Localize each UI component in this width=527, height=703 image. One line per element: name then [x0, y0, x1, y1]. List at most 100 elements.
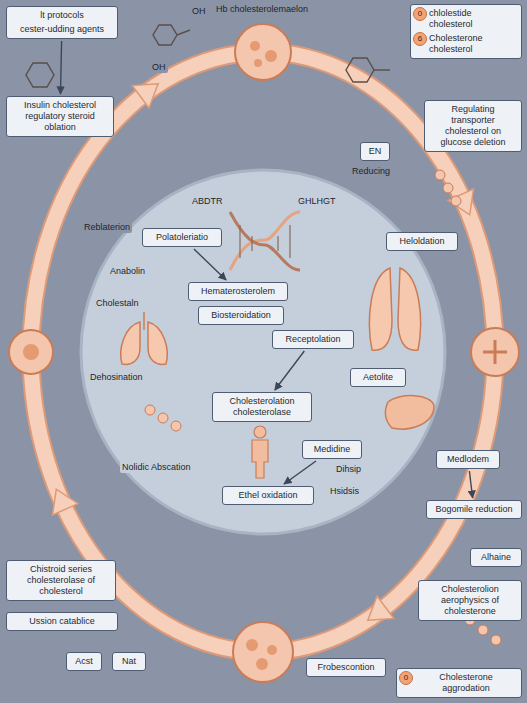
liver	[385, 396, 434, 429]
hexagon-ring	[26, 63, 54, 87]
particle	[256, 658, 268, 670]
part-label: OH	[190, 6, 208, 17]
node-text: Biosteroidation	[203, 310, 279, 321]
particle	[254, 59, 262, 67]
particle-chain	[145, 170, 501, 645]
dna-helix	[230, 212, 300, 270]
process-box: Alhaine	[470, 548, 522, 567]
hexagon-ring	[346, 58, 374, 82]
hexagon-ring	[153, 25, 177, 45]
part-label: GHLHGT	[296, 196, 338, 207]
station-circle	[235, 24, 291, 80]
process-box: Cholesterolion aerophysics of cholestero…	[418, 580, 522, 621]
node-text: Cholesterolation cholesterolase	[217, 396, 307, 418]
ring-arrowhead	[359, 596, 393, 632]
process-box: Regulating transporter cholesterol on gl…	[424, 100, 522, 152]
ring-arrowhead	[132, 72, 166, 108]
process-box: Biosteroidation	[198, 306, 284, 325]
node-text: Insulin cholesterol regulatory steroid o…	[11, 100, 109, 133]
particle	[267, 645, 277, 655]
particle	[491, 635, 501, 645]
particle	[23, 344, 39, 360]
node-text: Medlodem	[441, 454, 495, 465]
callout-number: 6	[413, 32, 427, 46]
node-text: Regulating transporter cholesterol on gl…	[429, 104, 517, 148]
node-text: Hematerosterolem	[193, 286, 283, 297]
part-label: OH	[150, 62, 168, 73]
ring-arrowhead	[44, 484, 79, 515]
helix-strand	[230, 212, 300, 270]
node-text: Acst	[71, 656, 97, 667]
station-circle	[471, 328, 519, 376]
node-text: chlolestide cholesterol	[429, 8, 517, 30]
part-label: Anabolin	[108, 266, 147, 277]
flow-arrow	[284, 461, 316, 484]
node-text: Ethel oxidation	[227, 490, 309, 501]
lung-lobe	[148, 322, 167, 364]
node-text: Bogomile reduction	[431, 504, 517, 515]
part-label: Cholestaln	[94, 298, 141, 309]
node-text: Aetolite	[355, 372, 401, 383]
particle	[250, 41, 260, 51]
node-text: Cholesterone aggrodation	[415, 672, 517, 694]
head	[254, 426, 266, 438]
node-text: Frobescontion	[311, 662, 381, 673]
part-label: ABDTR	[190, 196, 225, 207]
helix-strand	[230, 212, 300, 270]
lungs	[121, 312, 167, 364]
process-box: Medidine	[302, 440, 362, 459]
particle	[145, 405, 155, 415]
part-label: Hb cholesterolemaelon	[214, 4, 310, 15]
node-text: Polatoleriatio	[147, 232, 217, 243]
process-box: Hematerosterolem	[188, 282, 288, 301]
process-box: Aetolite	[350, 368, 406, 387]
flow-arrow	[469, 471, 472, 498]
part-label: Dehosination	[88, 372, 145, 383]
process-box: Acst	[66, 652, 102, 671]
particle	[435, 170, 445, 180]
bond	[374, 69, 390, 70]
node-text: Receptolation	[277, 334, 349, 345]
particle	[265, 50, 277, 62]
process-box: Ethel oxidation	[222, 486, 314, 505]
part-label: Reducing	[350, 166, 392, 177]
station-circle	[233, 622, 293, 682]
node-text: Cholesterolion aerophysics of cholestero…	[423, 584, 517, 617]
node-text: Nat	[117, 656, 141, 667]
process-box: Polatoleriatio	[142, 228, 222, 247]
particle	[171, 421, 181, 431]
lung-lobe	[398, 268, 421, 350]
lung-lobe	[121, 322, 140, 364]
flow-arrow	[275, 351, 304, 390]
flow-arrow	[60, 41, 61, 94]
process-box: Nat	[112, 652, 146, 671]
callout-number: 0	[399, 671, 413, 685]
node-text: Cholesterone cholesterol	[429, 33, 517, 55]
helix-rung	[240, 225, 290, 258]
station-mark	[483, 340, 507, 364]
process-box: Ussion catablice	[6, 612, 118, 631]
process-box: Chistroid series cholesterolase of chole…	[6, 560, 116, 601]
particle	[246, 639, 258, 651]
lungs	[369, 268, 420, 350]
process-box: lt protocolscester-udding agents	[6, 6, 118, 39]
node-text: Medidine	[307, 444, 357, 455]
body	[252, 440, 268, 478]
process-box: Cholesterone aggrodation	[396, 668, 522, 698]
particle	[158, 413, 168, 423]
particle	[443, 183, 453, 193]
lung-lobe	[369, 268, 392, 350]
part-label: Hsidsis	[328, 486, 361, 497]
ring-arrowhead	[448, 189, 483, 221]
trachea	[143, 312, 145, 330]
node-text: lt protocols	[11, 10, 113, 21]
process-box: Frobescontion	[306, 658, 386, 677]
process-box: Heloldation	[386, 232, 458, 251]
process-box: Bogomile reduction	[426, 500, 522, 519]
process-box: Receptolation	[272, 330, 354, 349]
node-text: Heloldation	[391, 236, 453, 247]
callout-number: 0	[413, 7, 427, 21]
part-label: Reblaterion	[82, 222, 132, 233]
part-label: Nolidic Abscation	[120, 462, 193, 473]
